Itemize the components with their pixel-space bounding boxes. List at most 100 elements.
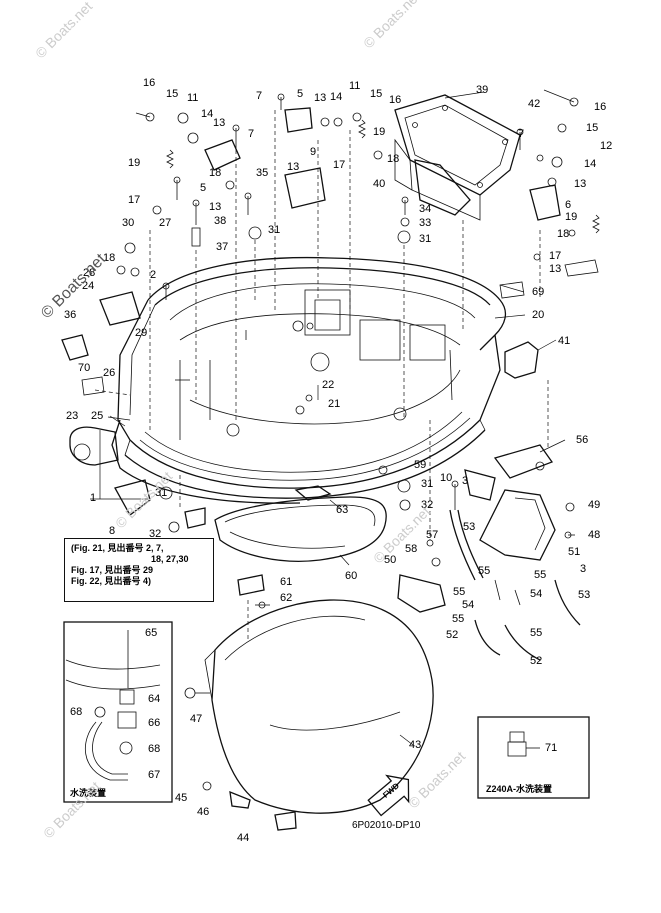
callout-6: 6 xyxy=(565,199,571,211)
callout-22: 22 xyxy=(322,379,334,391)
callout-54: 54 xyxy=(530,588,542,600)
callout-18: 18 xyxy=(557,228,569,240)
callout-61: 61 xyxy=(280,576,292,588)
plate-40 xyxy=(414,159,471,216)
callout-28: 28 xyxy=(83,267,95,279)
callout-31: 31 xyxy=(419,233,431,245)
callout-58: 58 xyxy=(405,543,417,555)
diagram-code: 6P02010-DP10 xyxy=(352,820,421,831)
callout-16: 16 xyxy=(594,101,606,113)
callout-7: 7 xyxy=(256,90,262,102)
callout-55: 55 xyxy=(530,627,542,639)
callout-21: 21 xyxy=(328,398,340,410)
fwd-arrow xyxy=(367,774,410,817)
callout-13: 13 xyxy=(574,178,586,190)
callout-53: 53 xyxy=(463,521,475,533)
callout-3: 3 xyxy=(580,563,586,575)
callout-7: 7 xyxy=(518,128,524,140)
z240a-inset xyxy=(477,716,590,799)
callout-14: 14 xyxy=(201,108,213,120)
callout-26: 26 xyxy=(103,367,115,379)
callout-12: 12 xyxy=(600,140,612,152)
callout-9: 9 xyxy=(310,146,316,158)
callout-71: 71 xyxy=(545,742,557,754)
callout-16: 16 xyxy=(143,77,155,89)
callout-44: 44 xyxy=(237,832,249,844)
callout-14: 14 xyxy=(330,91,342,103)
callout-13: 13 xyxy=(314,92,326,104)
callout-15: 15 xyxy=(370,88,382,100)
seal-pad-63 xyxy=(294,485,332,501)
callout-20: 20 xyxy=(532,309,544,321)
callout-14: 14 xyxy=(584,158,596,170)
callout-57: 57 xyxy=(426,529,438,541)
callout-32: 32 xyxy=(421,499,433,511)
callout-49: 49 xyxy=(588,499,600,511)
plate-56 xyxy=(493,444,554,479)
callout-11: 11 xyxy=(349,80,360,92)
callout-36: 36 xyxy=(64,309,76,321)
wash-kit-inset xyxy=(63,621,173,803)
callout-18: 18 xyxy=(387,153,399,165)
callout-8: 8 xyxy=(109,525,115,537)
water-pipe-assembly xyxy=(449,489,581,661)
note-line: (Fig. 21, 見出番号 2, 7, xyxy=(71,543,164,553)
callout-30: 30 xyxy=(122,217,134,229)
callout-31: 31 xyxy=(268,224,280,236)
callout-15: 15 xyxy=(166,88,178,100)
label-69 xyxy=(499,281,525,299)
callout-33: 33 xyxy=(419,217,431,229)
callout-41: 41 xyxy=(558,335,570,347)
callout-17: 17 xyxy=(128,194,140,206)
callout-55: 55 xyxy=(534,569,546,581)
callout-19: 19 xyxy=(373,126,385,138)
callout-19: 19 xyxy=(128,157,140,169)
callout-38: 38 xyxy=(214,215,226,227)
label-70 xyxy=(81,376,105,396)
callout-24: 24 xyxy=(82,280,94,292)
callout-65: 65 xyxy=(145,627,157,639)
callout-66: 66 xyxy=(148,717,160,729)
callout-42: 42 xyxy=(528,98,540,110)
callout-10: 10 xyxy=(440,472,452,484)
callout-40: 40 xyxy=(373,178,385,190)
callout-51: 51 xyxy=(568,546,580,558)
callout-45: 45 xyxy=(175,792,187,804)
bracket-10 xyxy=(464,469,496,501)
callout-31: 31 xyxy=(421,478,433,490)
callout-50: 50 xyxy=(384,554,396,566)
callout-18: 18 xyxy=(209,167,221,179)
callout-70: 70 xyxy=(78,362,90,374)
callout-67: 67 xyxy=(148,769,160,781)
callout-32: 32 xyxy=(149,528,161,540)
leader-lines xyxy=(90,89,575,746)
callout-17: 17 xyxy=(333,159,345,171)
callout-69: 69 xyxy=(532,286,544,298)
callout-23: 23 xyxy=(66,410,78,422)
callout-46: 46 xyxy=(197,806,209,818)
callout-60: 60 xyxy=(345,570,357,582)
callout-68: 68 xyxy=(70,706,82,718)
callout-68: 68 xyxy=(148,743,160,755)
top-plate xyxy=(394,94,521,221)
callout-3: 3 xyxy=(462,475,468,487)
callout-13: 13 xyxy=(209,201,221,213)
fasteners xyxy=(116,93,599,791)
callout-43: 43 xyxy=(409,739,421,751)
callout-53: 53 xyxy=(578,589,590,601)
callout-56: 56 xyxy=(576,434,588,446)
callout-52: 52 xyxy=(530,655,542,667)
callout-63: 63 xyxy=(336,504,348,516)
callout-54: 54 xyxy=(462,599,474,611)
seal-strip xyxy=(214,496,387,562)
alignment-lines xyxy=(94,110,549,640)
callout-18: 18 xyxy=(103,252,115,264)
callout-13: 13 xyxy=(287,161,299,173)
bottom-cowling xyxy=(111,256,507,504)
callout-47: 47 xyxy=(190,713,202,725)
callout-62: 62 xyxy=(280,592,292,604)
callout-15: 15 xyxy=(586,122,598,134)
callout-55: 55 xyxy=(478,565,490,577)
callout-11: 11 xyxy=(187,92,198,104)
